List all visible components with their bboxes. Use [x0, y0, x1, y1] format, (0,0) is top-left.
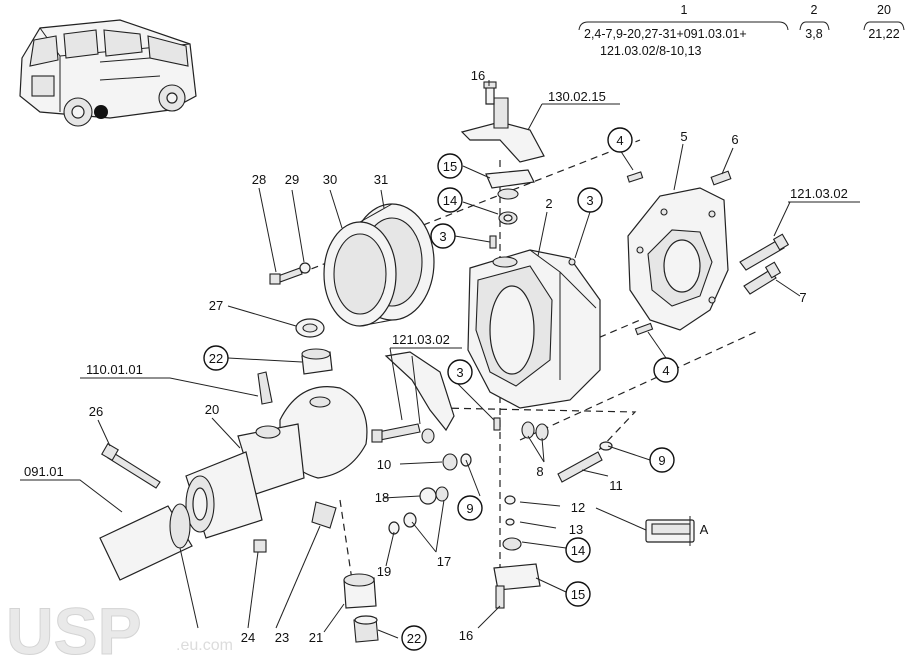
bolts-part-7 — [739, 233, 790, 295]
label-17: 17 — [437, 554, 451, 569]
ref-110-01-01: 110.01.01 — [86, 362, 143, 377]
ref-121-03-02-right: 121.03.02 — [790, 186, 848, 201]
watermark-domain: .eu.com — [176, 637, 233, 654]
ref-121-03-02-left: 121.03.02 — [392, 332, 450, 347]
ref-130-02-15: 130.02.15 — [548, 89, 606, 104]
label-6: 6 — [731, 132, 738, 147]
callout-14-top: 14 — [443, 193, 457, 208]
ref-091-01: 091.01 — [24, 464, 64, 479]
circled-callouts: 15 14 3 3 4 4 22 3 9 9 14 15 22 — [203, 127, 679, 651]
group-1-number: 1 — [681, 3, 688, 17]
cover-plate-part-5 — [627, 187, 729, 331]
vehicle-thumbnail — [19, 19, 197, 127]
bolt-28-washer-29 — [269, 262, 311, 285]
label-31: 31 — [374, 172, 388, 187]
label-18: 18 — [375, 490, 389, 505]
group-20-number: 20 — [877, 3, 891, 17]
label-30: 30 — [323, 172, 337, 187]
label-A: A — [700, 522, 709, 537]
callout-3-b: 3 — [586, 193, 593, 208]
callout-15-bottom: 15 — [571, 587, 585, 602]
label-13: 13 — [569, 522, 583, 537]
label-27: 27 — [209, 298, 223, 313]
parts-group-header: 1 2,4-7,9-20,27-31+091.03.01+ 121.03.02/… — [578, 3, 905, 58]
label-8: 8 — [536, 464, 543, 479]
label-28: 28 — [252, 172, 266, 187]
label-7: 7 — [799, 290, 806, 305]
detail-shim-A — [645, 516, 695, 546]
callout-14-bottom: 14 — [571, 543, 585, 558]
number-labels: 16 2 5 6 7 28 29 30 31 27 20 26 10 8 11 … — [89, 68, 807, 645]
small-fasteners — [388, 417, 613, 609]
bracket-130-02-15 — [460, 81, 545, 163]
group-2-number: 2 — [811, 3, 818, 17]
callout-15-top: 15 — [443, 159, 457, 174]
ring-27-bushing-22 — [295, 318, 333, 375]
bolt-23-nut-24 — [253, 501, 337, 553]
callout-9-b: 9 — [466, 501, 473, 516]
callout-9-a: 9 — [658, 453, 665, 468]
label-12: 12 — [571, 500, 585, 515]
label-10: 10 — [377, 457, 391, 472]
top-stack-parts — [485, 169, 535, 249]
callout-3-c: 3 — [456, 365, 463, 380]
callout-4-bottom: 4 — [662, 363, 669, 378]
usp-watermark: USP .eu.com — [6, 594, 233, 662]
label-16-top: 16 — [471, 68, 485, 83]
group-20-line1: 21,22 — [868, 27, 899, 41]
group-1-line1: 2,4-7,9-20,27-31+091.03.01+ — [584, 27, 747, 41]
label-20: 20 — [205, 402, 219, 417]
shaft-091-01 — [99, 503, 193, 581]
label-5: 5 — [680, 129, 687, 144]
group-1-line2: 121.03.02/8-10,13 — [600, 44, 702, 58]
leader-lines — [20, 80, 860, 639]
pins-and-screws-top-right — [626, 170, 732, 336]
callout-22-a: 22 — [209, 351, 223, 366]
label-19: 19 — [377, 564, 391, 579]
label-24: 24 — [241, 630, 255, 645]
label-16-bottom: 16 — [459, 628, 473, 643]
label-11: 11 — [609, 478, 623, 493]
axle-body-part-20 — [185, 371, 368, 539]
label-23: 23 — [275, 630, 289, 645]
label-29: 29 — [285, 172, 299, 187]
bracket-121-03-02-left — [371, 351, 455, 444]
callout-3-a: 3 — [439, 229, 446, 244]
main-housing-part-2 — [467, 249, 601, 409]
label-2: 2 — [545, 196, 552, 211]
reference-labels: 130.02.15 121.03.02 121.03.02 110.01.01 … — [24, 89, 860, 479]
watermark-brand: USP — [6, 594, 142, 662]
group-2-line1: 3,8 — [805, 27, 822, 41]
callout-22-b: 22 — [407, 631, 421, 646]
bushing-21-22-lower — [343, 573, 379, 643]
label-21: 21 — [309, 630, 323, 645]
label-26: 26 — [89, 404, 103, 419]
bolt-26 — [101, 443, 161, 489]
bell-housing-parts-30-31 — [323, 203, 435, 327]
callout-4-top: 4 — [616, 133, 623, 148]
